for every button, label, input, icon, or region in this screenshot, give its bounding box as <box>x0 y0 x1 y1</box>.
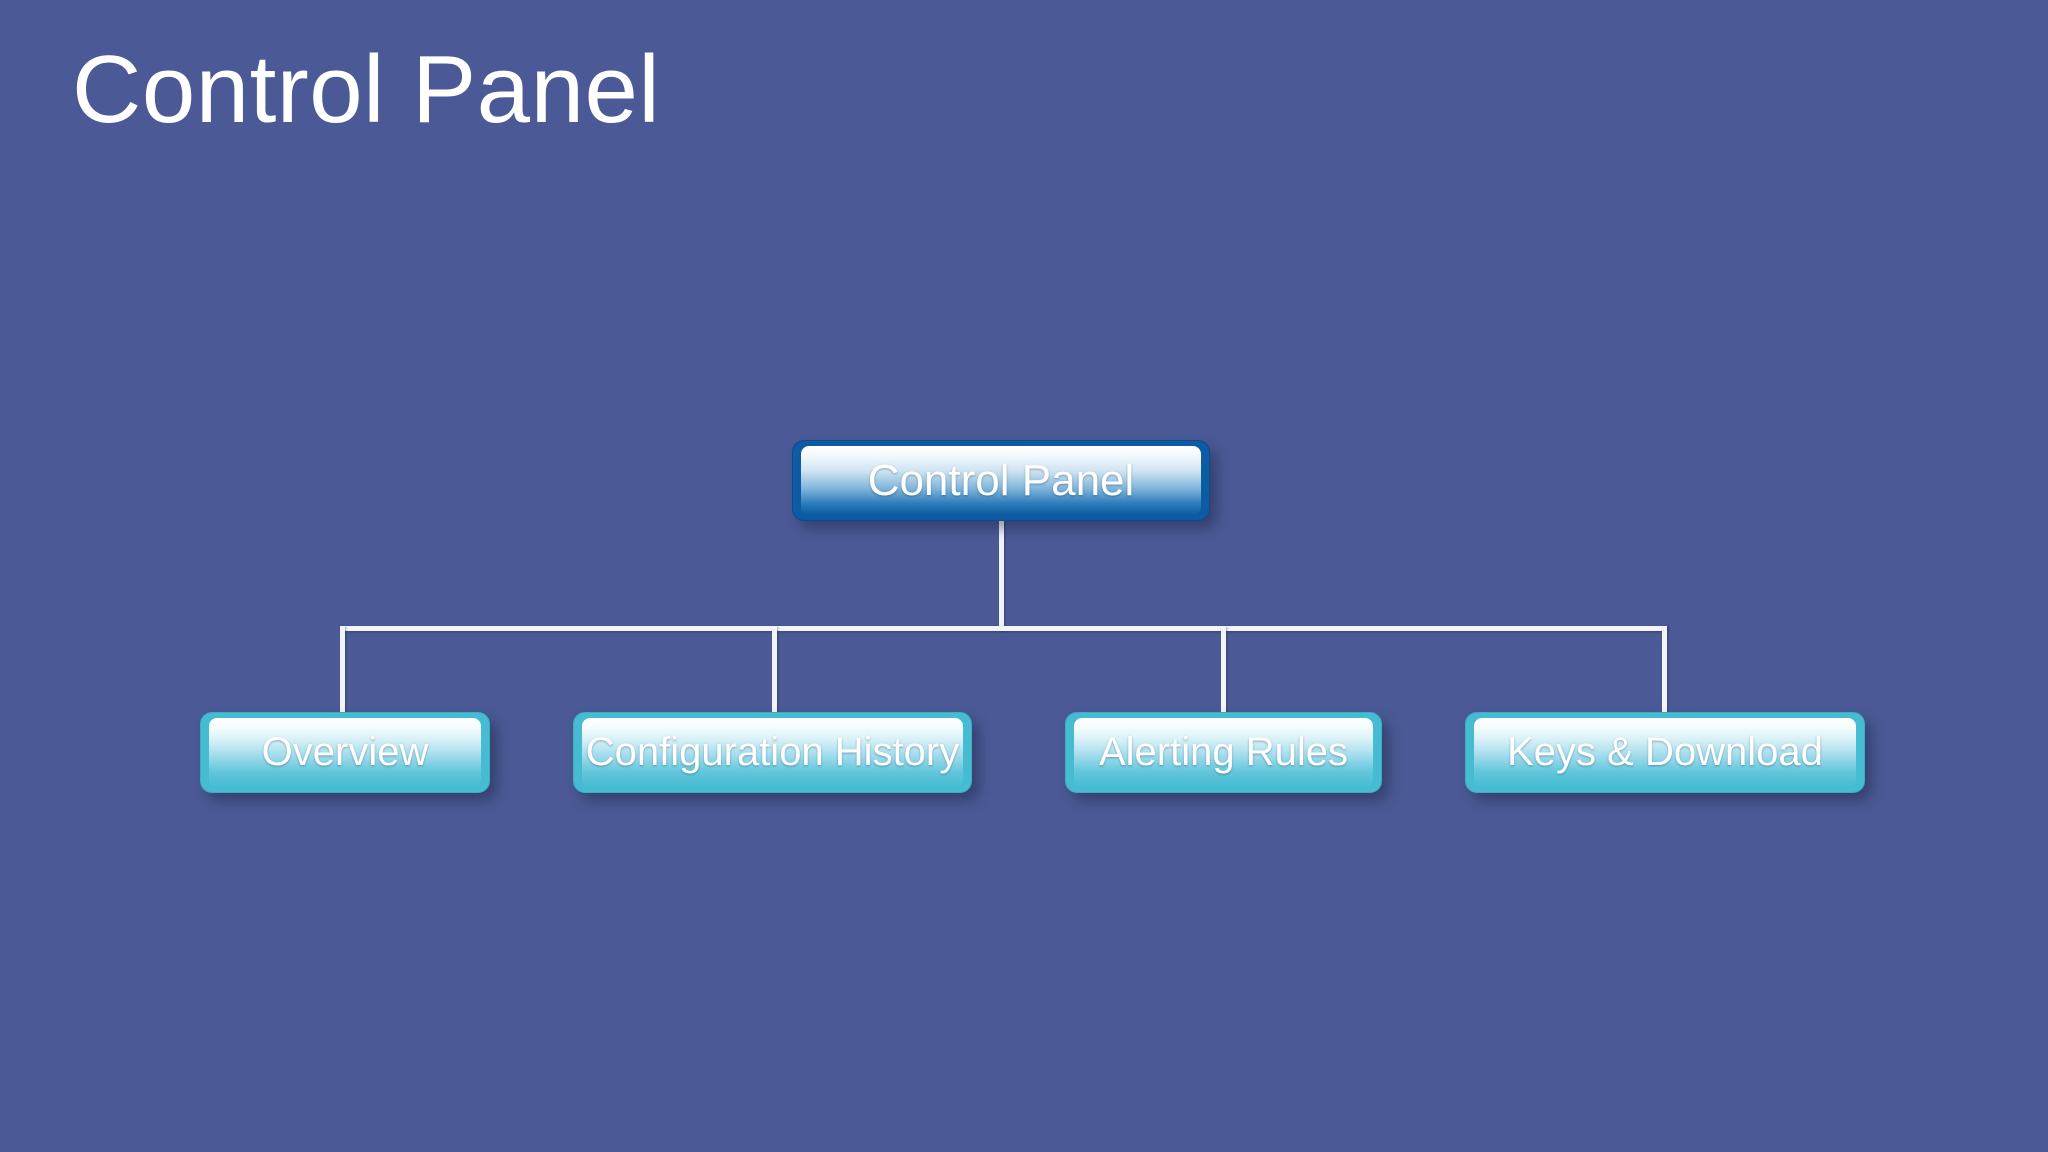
connector-drop-alerting-rules <box>1221 626 1226 714</box>
connector-drop-keys-download <box>1662 626 1667 714</box>
connector-horizontal-bus <box>340 626 1667 631</box>
node-label: Control Panel <box>867 455 1135 505</box>
connector-drop-overview <box>340 626 345 714</box>
node-keys-download[interactable]: Keys & Download <box>1465 712 1865 793</box>
node-configuration-history[interactable]: Configuration History <box>573 712 972 793</box>
node-label: Keys & Download <box>1507 730 1823 774</box>
node-label: Alerting Rules <box>1098 730 1348 774</box>
page-title: Control Panel <box>72 36 661 143</box>
connector-drop-configuration-history <box>772 626 777 714</box>
node-alerting-rules[interactable]: Alerting Rules <box>1065 712 1382 793</box>
node-control-panel[interactable]: Control Panel <box>792 440 1210 521</box>
connector-root-stem <box>999 518 1004 630</box>
node-label: Configuration History <box>585 730 960 774</box>
node-overview[interactable]: Overview <box>200 712 490 793</box>
node-label: Overview <box>261 730 429 774</box>
